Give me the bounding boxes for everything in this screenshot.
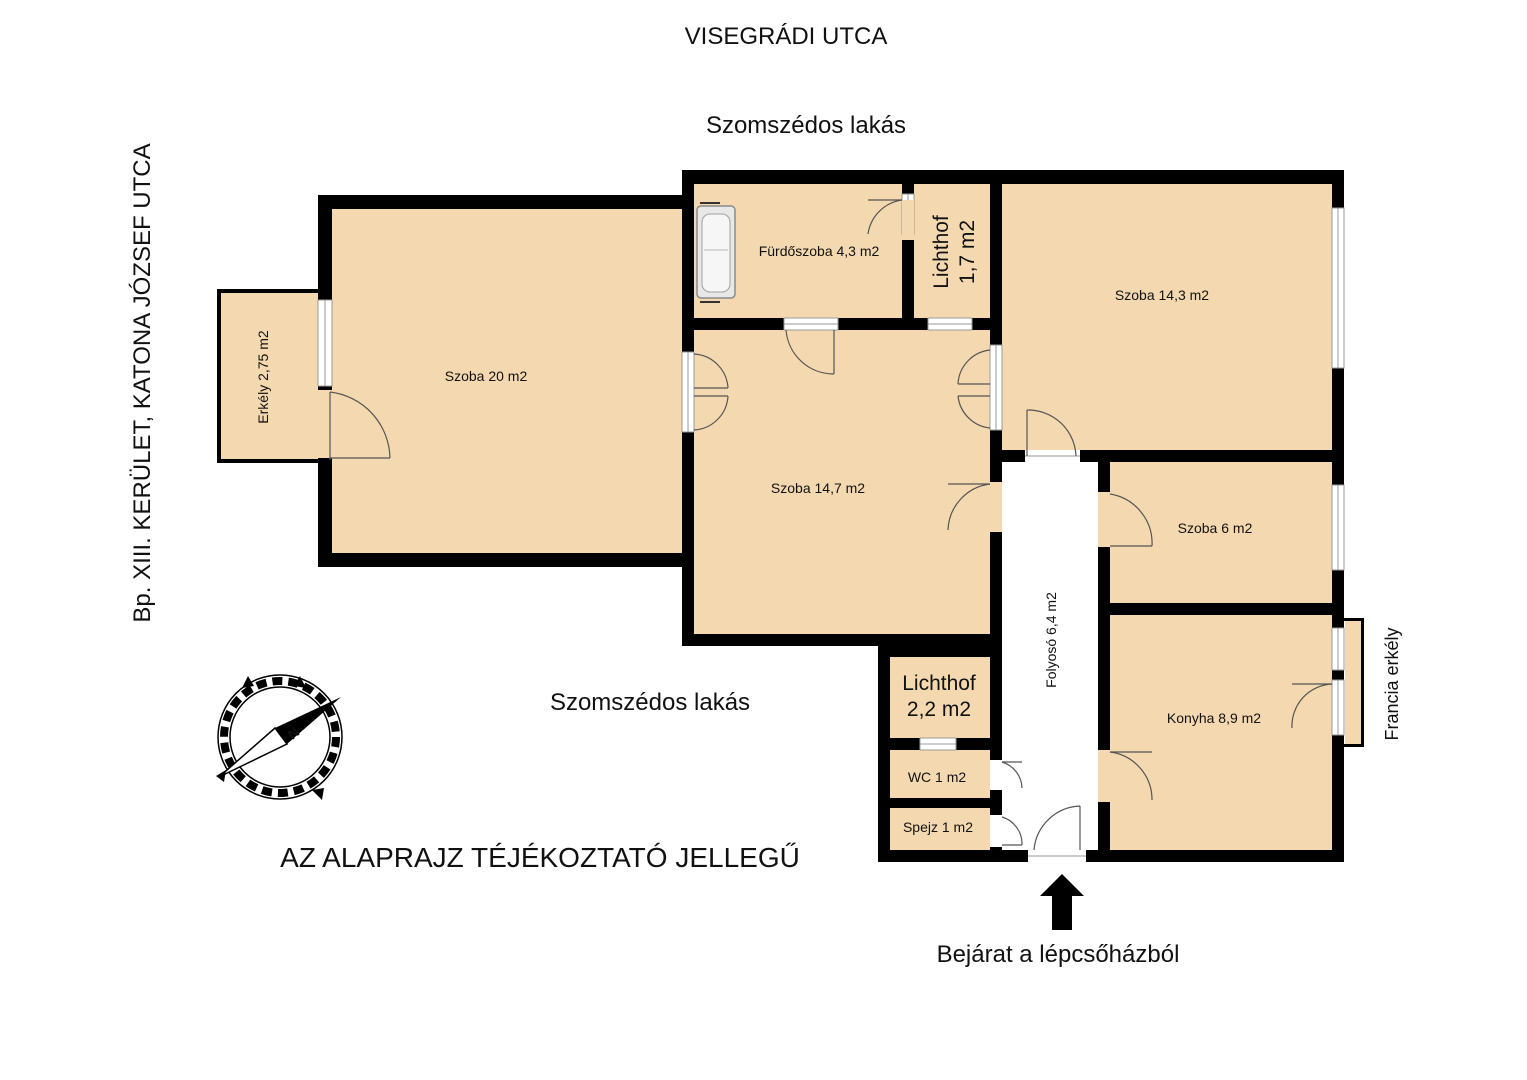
lichthof-2-area-label: 2,2 m2 — [907, 698, 971, 721]
bathroom-label: Fürdőszoba 4,3 m2 — [759, 243, 880, 259]
neighbor-top-label: Szomszédos lakás — [706, 112, 906, 139]
room-14-3-floor — [995, 180, 1340, 455]
wall — [1344, 618, 1364, 621]
lichthof-1-floor — [910, 180, 1000, 325]
room-20-label: Szoba 20 m2 — [445, 368, 528, 384]
kitchen-floor — [1103, 610, 1340, 855]
wall — [1086, 850, 1344, 862]
room-floors — [220, 180, 1361, 860]
neighbor-bottom-label: Szomszédos lakás — [550, 689, 750, 716]
wall — [1344, 744, 1364, 747]
street-left-label: Bp. XIII. KERÜLET, KATONA JÓZSEF UTCA — [129, 143, 156, 622]
doors — [318, 199, 1333, 862]
room-20-floor — [320, 198, 692, 563]
pantry-floor — [880, 800, 995, 855]
room-14-7-label: Szoba 14,7 m2 — [771, 480, 865, 496]
wall — [1098, 603, 1344, 615]
corridor-label: Folyosó 6,4 m2 — [1043, 592, 1059, 688]
french-balcony-label: Francia erkély — [1382, 627, 1402, 740]
kitchen-label: Konyha 8,9 m2 — [1167, 710, 1261, 726]
room-14-3-label: Szoba 14,3 m2 — [1115, 287, 1209, 303]
room-6-floor — [1103, 460, 1340, 610]
lichthof-2-name-label: Lichthof — [902, 672, 976, 695]
walls — [217, 170, 1364, 862]
wall — [682, 170, 1344, 184]
pantry-label: Spejz 1 m2 — [903, 819, 973, 835]
french-balcony-floor — [1345, 620, 1361, 746]
wall — [217, 289, 320, 293]
room-6-label: Szoba 6 m2 — [1178, 520, 1253, 536]
bathtub-icon — [696, 202, 736, 303]
room-14-7-floor — [692, 325, 997, 640]
balcony-floor — [220, 292, 320, 462]
disclaimer-label: AZ ALAPRAJZ TÉJÉKOZTATÓ JELLEGŰ — [280, 842, 800, 873]
wall — [878, 798, 1002, 808]
lichthof-2-floor — [880, 645, 995, 745]
wall — [217, 459, 320, 463]
street-top-label: VISEGRÁDI UTCA — [685, 23, 888, 50]
balcony-label: Erkély 2,75 m2 — [255, 330, 271, 424]
wall — [318, 553, 690, 567]
wall — [878, 645, 1002, 657]
wc-floor — [880, 745, 995, 800]
entrance-arrow-icon — [1040, 874, 1084, 930]
wall — [682, 318, 1002, 330]
wall — [217, 289, 221, 463]
lichthof-1-name-label: Lichthof — [930, 215, 953, 289]
wall — [318, 195, 690, 209]
wall — [878, 850, 1028, 862]
lichthof-1-area-label: 1,7 m2 — [956, 220, 979, 284]
entrance-label: Bejárat a lépcsőházból — [937, 941, 1180, 968]
windows — [317, 193, 1345, 751]
compass-icon: N — [216, 674, 343, 800]
wc-label: WC 1 m2 — [908, 769, 967, 785]
corridor-floor — [1000, 460, 1100, 860]
wall — [682, 634, 1002, 646]
wall — [1361, 618, 1364, 747]
wall — [878, 645, 890, 862]
